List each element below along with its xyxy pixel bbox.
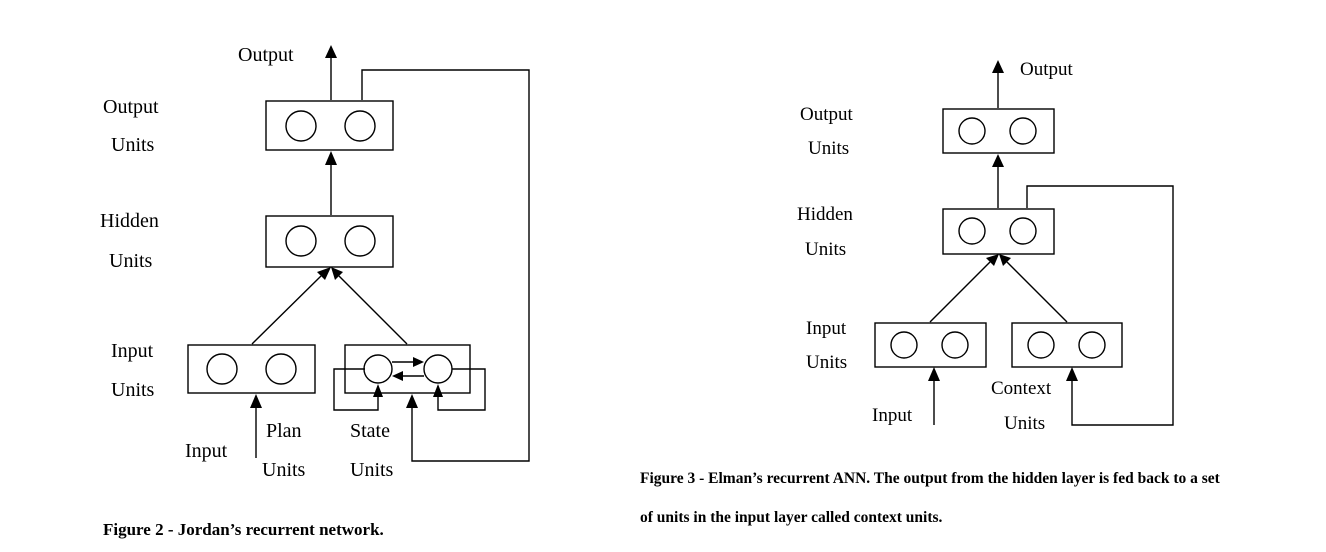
fig2-plan-input-arrowhead [250, 394, 262, 408]
fig2-input-unit-node [265, 353, 297, 385]
fig3-input-units-label: Input [806, 318, 847, 339]
fig2-state-to-hidden-arrowhead [331, 267, 343, 280]
fig2-input-units-label: Input [111, 340, 154, 362]
fig3-hidden-units-label: Units [805, 239, 846, 260]
fig2-output-units-label: Output [103, 96, 159, 118]
fig3-context-to-hidden-arrow [1006, 261, 1068, 323]
fig2-input-units-label: Units [111, 379, 155, 401]
fig3-context-units-label: Units [1004, 413, 1045, 434]
fig3-input-to-hidden-arrowhead [986, 254, 999, 266]
fig3-context-to-hidden-arrowhead [999, 254, 1011, 266]
fig3-output-arrowhead [992, 60, 1004, 73]
fig2-output-feedback-arrowhead [406, 394, 418, 408]
fig2-state-self-loop [437, 368, 486, 411]
fig3-caption: Figure 3 - Elman’s recurrent ANN. The ou… [640, 470, 1221, 487]
fig2-input-to-hidden-arrowhead [317, 267, 331, 280]
fig2-caption: Figure 2 - Jordan’s recurrent network. [103, 520, 384, 539]
fig2-hidden-units-label: Hidden [100, 210, 159, 232]
fig2-output-unit-node [285, 110, 317, 142]
fig2-state-lateral-arrowhead [413, 357, 424, 367]
fig2-hidden-unit-node [285, 225, 317, 257]
fig3-hidden-feedback-arrowhead [1066, 367, 1078, 381]
fig2-input-label: Input [185, 440, 228, 462]
fig3-input-units-label: Units [806, 352, 847, 373]
fig2-plan-units-label: Units [262, 459, 306, 481]
fig3-output-unit-node [1009, 117, 1037, 145]
fig3-caption: of units in the input layer called conte… [640, 509, 943, 526]
fig3-output-unit-node [958, 117, 986, 145]
fig3-context-unit-node [1078, 331, 1106, 359]
fig3-input-arrowhead [928, 367, 940, 381]
fig2-state-units-label: Units [350, 459, 394, 481]
fig3-input-unit-node [941, 331, 969, 359]
fig2-state-units-label: State [350, 420, 390, 442]
fig2-hidden-units-label: Units [109, 250, 153, 272]
figure3-elman-network: Output Output Units Hidden Units Input U… [640, 59, 1221, 526]
fig2-input-to-hidden-arrow [251, 275, 322, 345]
fig3-hidden-unit-node [958, 217, 986, 245]
fig2-state-self-loop-arrowhead [373, 384, 383, 397]
fig2-output-feedback-line [361, 69, 530, 462]
fig3-hidden-units-label: Hidden [797, 204, 853, 225]
fig3-output-units-label: Units [808, 138, 849, 159]
fig2-output-arrowhead [325, 45, 337, 58]
fig2-hidden-to-output-arrowhead [325, 151, 337, 165]
fig2-state-lateral-arrowhead [392, 371, 403, 381]
fig3-input-unit-node [890, 331, 918, 359]
fig2-state-unit-node [363, 354, 393, 384]
fig3-input-label: Input [872, 405, 913, 426]
fig3-output-label: Output [1020, 59, 1074, 80]
fig3-context-unit-node [1027, 331, 1055, 359]
fig3-input-to-hidden-arrow [929, 261, 991, 323]
fig2-output-label: Output [238, 44, 294, 66]
figure2-jordan-network: Output Output Units Hidden Units Input U… [100, 44, 530, 539]
fig2-plan-units-label: Plan [266, 420, 302, 442]
fig2-state-to-hidden-arrow [338, 275, 408, 345]
fig3-hidden-to-output-arrowhead [992, 154, 1004, 167]
fig3-context-units-label: Context [991, 378, 1052, 399]
fig3-hidden-feedback-line [1026, 185, 1174, 426]
fig3-output-units-label: Output [800, 104, 854, 125]
fig2-input-unit-node [206, 353, 238, 385]
fig3-hidden-unit-node [1009, 217, 1037, 245]
fig2-state-unit-node [423, 354, 453, 384]
fig2-output-units-label: Units [111, 134, 155, 156]
fig2-state-self-loop [333, 368, 379, 411]
fig2-hidden-unit-node [344, 225, 376, 257]
fig2-state-self-loop-arrowhead [433, 384, 443, 397]
fig2-output-unit-node [344, 110, 376, 142]
